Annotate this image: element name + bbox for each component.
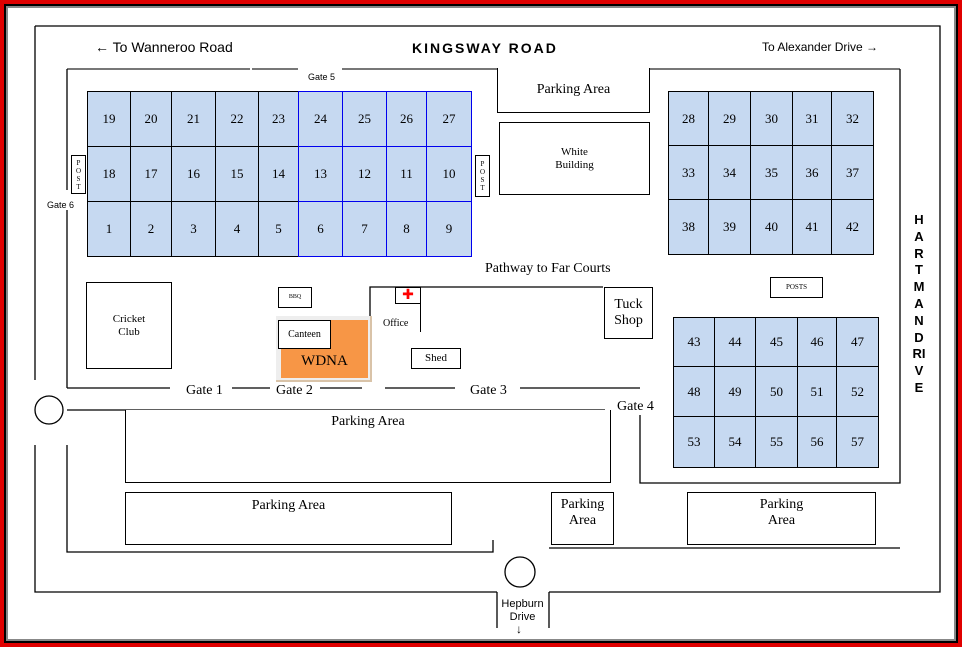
court-32[interactable]: 32 xyxy=(831,91,874,146)
court-43[interactable]: 43 xyxy=(673,317,715,367)
gate-2[interactable]: Gate 2 xyxy=(276,383,313,398)
parking-area-middle: Parking Area xyxy=(125,410,611,483)
court-30[interactable]: 30 xyxy=(750,91,793,146)
court-26[interactable]: 26 xyxy=(386,91,427,147)
to-alexander-drive-label: To Alexander Drive → xyxy=(762,40,879,54)
court-37[interactable]: 37 xyxy=(831,145,874,200)
court-27[interactable]: 27 xyxy=(426,91,472,147)
parking-area-top: Parking Area xyxy=(497,68,650,113)
court-39[interactable]: 39 xyxy=(708,199,751,255)
gate-1[interactable]: Gate 1 xyxy=(186,383,223,398)
court-47[interactable]: 47 xyxy=(836,317,879,367)
court-29[interactable]: 29 xyxy=(708,91,751,146)
court-20[interactable]: 20 xyxy=(130,91,172,147)
court-12[interactable]: 12 xyxy=(342,146,387,202)
post-right: POST xyxy=(475,155,490,197)
parking-area-bottom-right: Parking Area xyxy=(687,492,876,545)
shed: Shed xyxy=(411,348,461,369)
court-6[interactable]: 6 xyxy=(298,201,343,257)
court-14[interactable]: 14 xyxy=(258,146,299,202)
white-building: White Building xyxy=(499,122,650,195)
gate-4[interactable]: Gate 4 xyxy=(617,399,654,414)
court-10[interactable]: 10 xyxy=(426,146,472,202)
court-34[interactable]: 34 xyxy=(708,145,751,200)
court-44[interactable]: 44 xyxy=(714,317,756,367)
pathway-label: Pathway to Far Courts xyxy=(485,261,611,276)
court-50[interactable]: 50 xyxy=(755,366,798,417)
court-15[interactable]: 15 xyxy=(215,146,259,202)
court-54[interactable]: 54 xyxy=(714,416,756,468)
court-7[interactable]: 7 xyxy=(342,201,387,257)
gate-5[interactable]: Gate 5 xyxy=(308,72,336,82)
court-24[interactable]: 24 xyxy=(298,91,343,147)
court-13[interactable]: 13 xyxy=(298,146,343,202)
court-11[interactable]: 11 xyxy=(386,146,427,202)
court-9[interactable]: 9 xyxy=(426,201,472,257)
first-aid-cross-icon: ✚ xyxy=(395,287,421,304)
court-41[interactable]: 41 xyxy=(792,199,832,255)
court-40[interactable]: 40 xyxy=(750,199,793,255)
court-31[interactable]: 31 xyxy=(792,91,832,146)
court-4[interactable]: 4 xyxy=(215,201,259,257)
court-22[interactable]: 22 xyxy=(215,91,259,147)
court-55[interactable]: 55 xyxy=(755,416,798,468)
court-1[interactable]: 1 xyxy=(87,201,131,257)
court-51[interactable]: 51 xyxy=(797,366,837,417)
post-left: POST xyxy=(71,155,86,194)
court-8[interactable]: 8 xyxy=(386,201,427,257)
court-21[interactable]: 21 xyxy=(171,91,216,147)
hepburn-drive-label: Hepburn Drive xyxy=(501,598,544,623)
bbq: BBQ xyxy=(278,287,312,308)
gate-3[interactable]: Gate 3 xyxy=(470,383,507,398)
cricket-club: Cricket Club xyxy=(86,282,172,369)
court-5[interactable]: 5 xyxy=(258,201,299,257)
court-18[interactable]: 18 xyxy=(87,146,131,202)
gate-6[interactable]: Gate 6 xyxy=(47,200,75,210)
court-57[interactable]: 57 xyxy=(836,416,879,468)
court-52[interactable]: 52 xyxy=(836,366,879,417)
court-23[interactable]: 23 xyxy=(258,91,299,147)
court-42[interactable]: 42 xyxy=(831,199,874,255)
court-3[interactable]: 3 xyxy=(171,201,216,257)
court-36[interactable]: 36 xyxy=(792,145,832,200)
court-46[interactable]: 46 xyxy=(797,317,837,367)
to-wanneroo-road-label: ← To Wanneroo Road xyxy=(95,39,233,55)
roundabout-left xyxy=(34,395,64,425)
court-45[interactable]: 45 xyxy=(755,317,798,367)
court-49[interactable]: 49 xyxy=(714,366,756,417)
court-16[interactable]: 16 xyxy=(171,146,216,202)
court-33[interactable]: 33 xyxy=(668,145,709,200)
arrow-down-icon: ↓ xyxy=(516,622,522,636)
court-48[interactable]: 48 xyxy=(673,366,715,417)
court-17[interactable]: 17 xyxy=(130,146,172,202)
court-2[interactable]: 2 xyxy=(130,201,172,257)
posts: POSTS xyxy=(770,277,823,298)
parking-area-bottom-left: Parking Area xyxy=(125,492,452,545)
court-25[interactable]: 25 xyxy=(342,91,387,147)
hartman-drive-label: HARTMAN DRIVE xyxy=(912,212,926,395)
court-28[interactable]: 28 xyxy=(668,91,709,146)
tuck-shop: Tuck Shop xyxy=(604,287,653,339)
office-wall xyxy=(420,287,421,332)
canteen: Canteen xyxy=(278,320,331,349)
court-19[interactable]: 19 xyxy=(87,91,131,147)
court-56[interactable]: 56 xyxy=(797,416,837,468)
parking-area-bottom-mid: Parking Area xyxy=(551,492,614,545)
roundabout-bottom xyxy=(504,556,536,588)
court-35[interactable]: 35 xyxy=(750,145,793,200)
kingsway-road-label: KINGSWAY ROAD xyxy=(412,40,558,56)
court-38[interactable]: 38 xyxy=(668,199,709,255)
office: Office xyxy=(383,318,409,329)
court-53[interactable]: 53 xyxy=(673,416,715,468)
